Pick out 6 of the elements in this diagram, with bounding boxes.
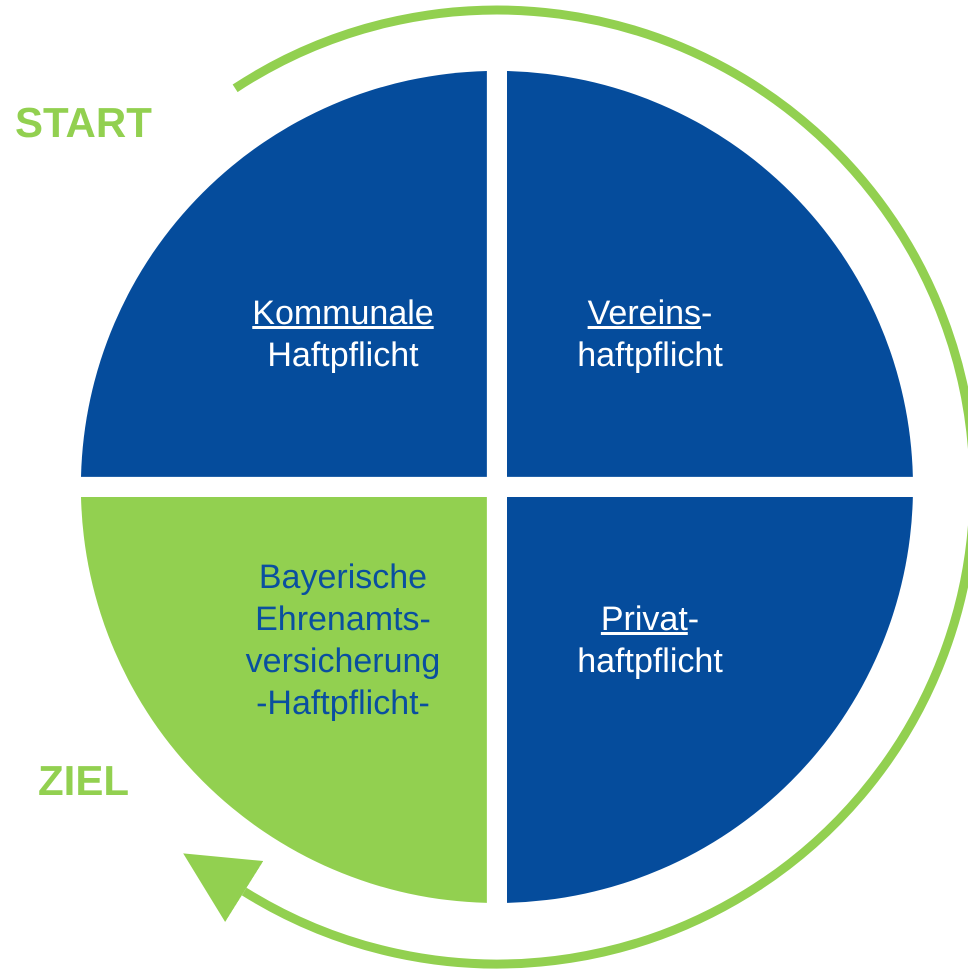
step-label: START	[15, 102, 152, 144]
quadrant-label: Kommunale Haftpflicht	[252, 292, 434, 376]
step-label: ZIEL	[38, 760, 129, 802]
quadrant-label: Bayerische Ehrenamts- versicherung -Haftpflicht-	[246, 557, 440, 724]
quadrant-label: Privat- haftpflicht	[577, 599, 723, 682]
quadrant-label: Vereins- haftpflicht	[577, 292, 723, 376]
